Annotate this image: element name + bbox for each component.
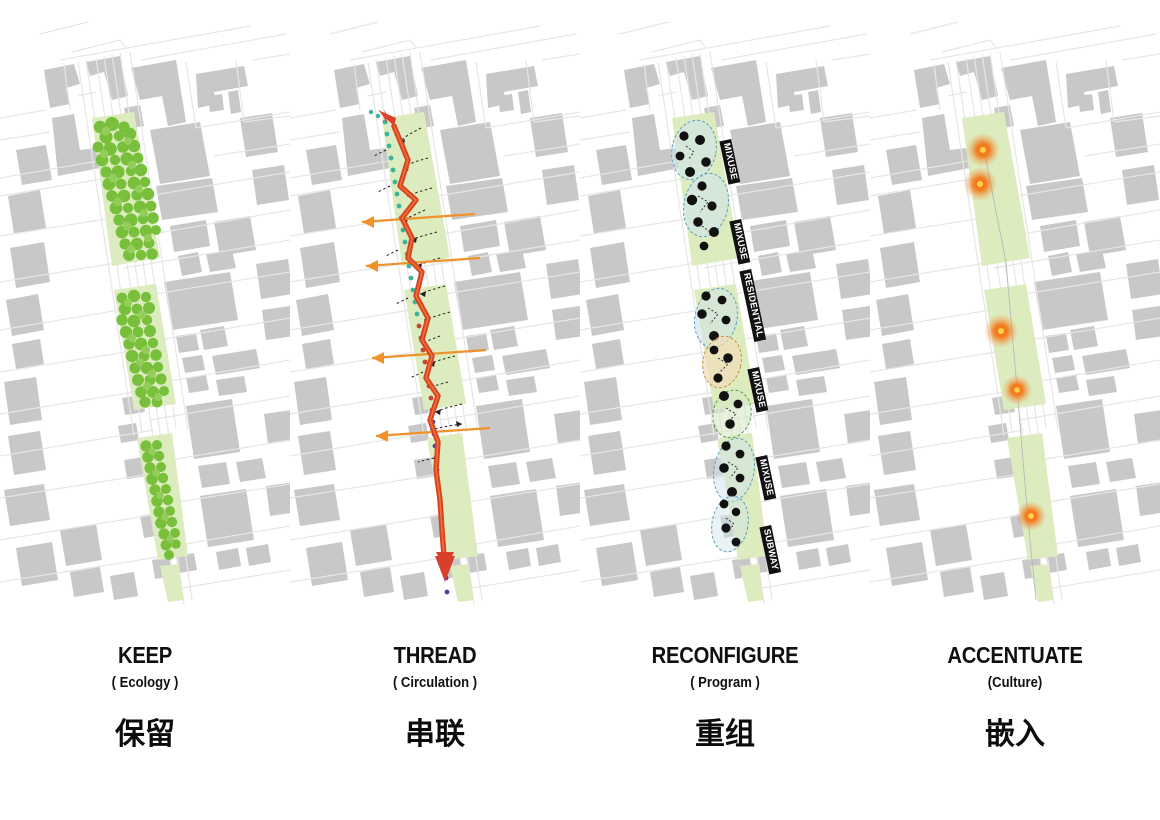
- program-cluster-1: [671, 119, 730, 251]
- panel-row: MIXUSE MIXUSE RESIDENTIAL MIXUSE MIXUSE …: [0, 0, 1160, 620]
- primary-path: [378, 110, 455, 582]
- caption-title: THREAD: [393, 642, 477, 668]
- caption-reconfigure: RECONFIGURE ( Program ) 重组: [580, 620, 870, 820]
- panel-reconfigure: MIXUSE MIXUSE RESIDENTIAL MIXUSE MIXUSE …: [580, 0, 870, 620]
- caption-thread: THREAD ( Circulation ) 串联: [290, 620, 580, 820]
- caption-chinese: 串联: [405, 716, 465, 752]
- panel-thread: [290, 0, 580, 620]
- program-cluster-4: [713, 437, 755, 503]
- caption-subtitle: (Culture): [987, 675, 1043, 691]
- caption-subtitle: ( Program ): [690, 675, 760, 691]
- caption-accentuate: ACCENTUATE (Culture) 嵌入: [870, 620, 1160, 820]
- map-thread: [290, 21, 580, 605]
- panel-accentuate: [870, 0, 1160, 620]
- program-cluster-2: [694, 287, 738, 349]
- tree-canopy-layer: [92, 117, 181, 560]
- caption-chinese: 嵌入: [985, 716, 1045, 752]
- caption-title: RECONFIGURE: [651, 642, 799, 668]
- program-clusters: [671, 119, 755, 553]
- program-cluster-5: [711, 495, 749, 553]
- caption-title: ACCENTUATE: [947, 642, 1083, 668]
- caption-keep: KEEP ( Ecology ) 保留: [0, 620, 290, 820]
- map-accentuate: [870, 21, 1160, 605]
- program-cluster-3: [702, 335, 752, 439]
- caption-chinese: 保留: [115, 716, 175, 752]
- map-reconfigure: [580, 21, 870, 605]
- map-keep: [0, 21, 290, 605]
- caption-subtitle: ( Ecology ): [111, 675, 179, 691]
- accent-nodes: [963, 133, 1046, 531]
- caption-chinese: 重组: [695, 716, 755, 752]
- caption-subtitle: ( Circulation ): [392, 675, 478, 691]
- caption-row: KEEP ( Ecology ) 保留 THREAD ( Circulation…: [0, 620, 1160, 820]
- caption-title: KEEP: [117, 642, 173, 668]
- panel-keep: [0, 0, 290, 620]
